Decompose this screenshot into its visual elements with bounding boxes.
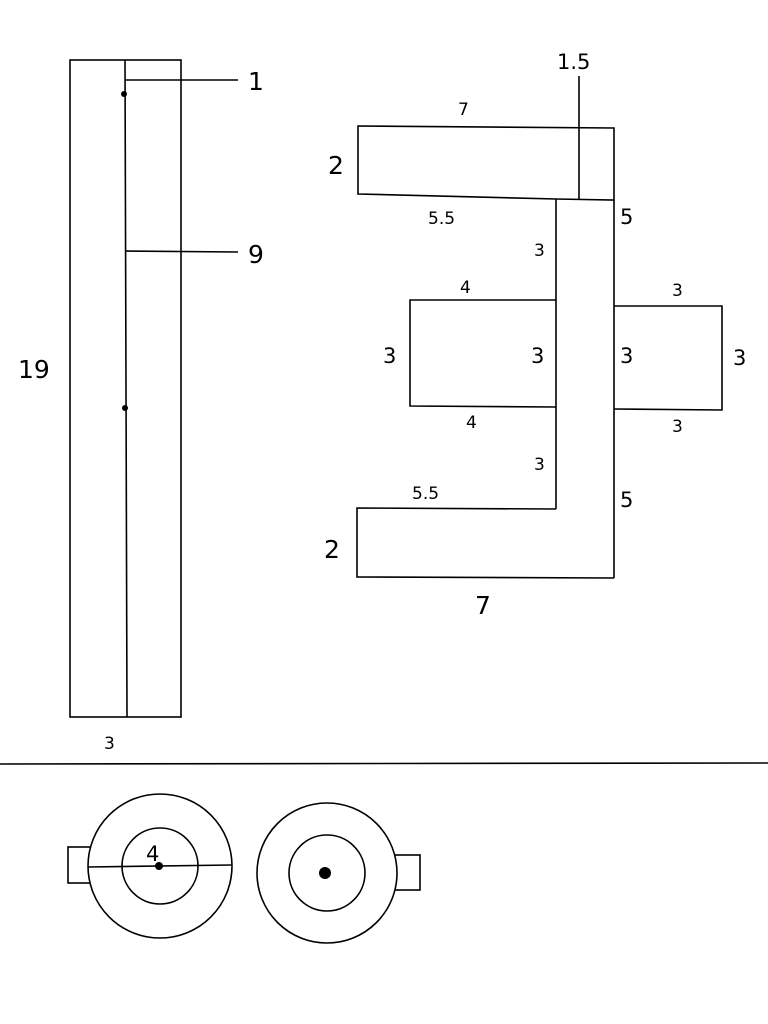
right-disc-inner bbox=[288, 834, 366, 912]
right-tab-height-label: 3 bbox=[733, 346, 746, 370]
left-tab-bottom-label: 4 bbox=[466, 413, 477, 433]
notch-label: 1.5 bbox=[557, 50, 590, 74]
strip-mark-lower-label: 9 bbox=[248, 240, 264, 269]
bracket-shape: 7 2 5.5 1.5 5 3 4 3 3 4 3 3 3 3 3 5.5 5 … bbox=[324, 50, 746, 620]
stem-upper-left-label: 3 bbox=[534, 241, 545, 261]
strip-center-line bbox=[124, 59, 128, 718]
strip-mark-upper-label: 1 bbox=[248, 67, 264, 96]
top-width-label: 7 bbox=[458, 100, 469, 120]
stem-lower-left-label: 3 bbox=[534, 455, 545, 475]
bottom-over-label: 5.5 bbox=[412, 484, 439, 504]
stem-lower-right-label: 5 bbox=[620, 488, 633, 512]
top-under-label: 5.5 bbox=[428, 209, 455, 229]
stem-upper-right-label: 5 bbox=[620, 205, 633, 229]
left-tab-top-label: 4 bbox=[460, 278, 471, 298]
bottom-arm-outline bbox=[356, 507, 615, 579]
top-arm-outline bbox=[357, 125, 615, 201]
bottom-width-label: 7 bbox=[475, 591, 491, 620]
circle-label: 4 bbox=[146, 842, 159, 866]
stem-mid-left-label: 3 bbox=[531, 344, 544, 368]
stem-mid-right-label: 3 bbox=[620, 344, 633, 368]
right-tab-bottom-label: 3 bbox=[672, 417, 683, 437]
strip-hole-upper bbox=[121, 91, 127, 97]
right-disc-center-dot bbox=[319, 867, 331, 879]
left-disc-center-dot bbox=[155, 862, 163, 870]
strip-width-label: 3 bbox=[104, 734, 115, 754]
section-divider bbox=[0, 762, 768, 765]
bottom-height-label: 2 bbox=[324, 535, 340, 564]
right-disc-handle bbox=[393, 854, 421, 891]
strip-leader-lower bbox=[124, 250, 239, 253]
right-tab-top-label: 3 bbox=[672, 281, 683, 301]
right-disc-view bbox=[256, 802, 421, 944]
vertical-strip: 19 3 1 9 bbox=[18, 59, 264, 754]
left-disc-view: 4 bbox=[67, 793, 233, 939]
strip-height-label: 19 bbox=[18, 355, 50, 384]
strip-hole-lower bbox=[122, 405, 128, 411]
top-height-label: 2 bbox=[328, 151, 344, 180]
right-tab-outline bbox=[613, 305, 723, 411]
left-tab-outline bbox=[409, 299, 557, 408]
left-tab-height-label: 3 bbox=[383, 344, 396, 368]
